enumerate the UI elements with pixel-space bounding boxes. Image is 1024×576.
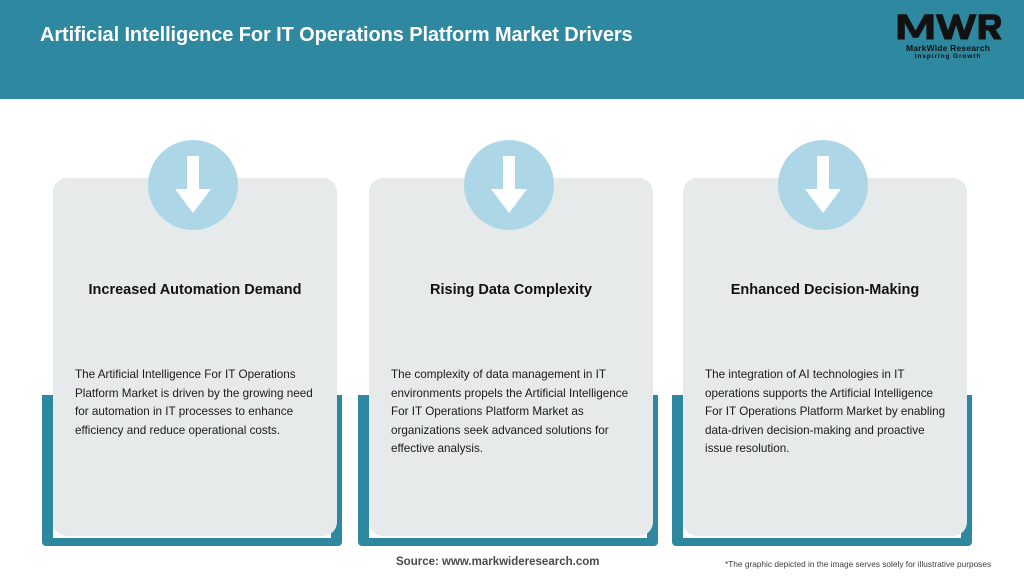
down-arrow-glyph [491,156,527,213]
logo-company-name: MarkWide Research [905,43,991,53]
brand-logo: MarkWide Research Inspiring Growth [894,10,1002,68]
driver-card-2: Rising Data Complexity The complexity of… [358,140,658,546]
source-label: Source: www.markwideresearch.com [396,556,600,568]
disclaimer-label: *The graphic depicted in the image serve… [725,559,992,569]
page-header: Artificial Intelligence For IT Operation… [0,0,1024,99]
down-arrow-glyph [175,156,211,213]
card-title: Enhanced Decision-Making [730,282,920,298]
card-body-text: The integration of AI technologies in IT… [705,368,946,456]
down-arrow-icon [464,140,554,230]
driver-card-3: Enhanced Decision-Making The integration… [672,140,972,546]
down-arrow-glyph [805,156,841,213]
card-title: Rising Data Complexity [430,282,592,298]
card-panel: Enhanced Decision-Making The integration… [683,178,967,536]
page-title: Artificial Intelligence For IT Operation… [40,24,633,46]
card-panel: Increased Automation Demand The Artifici… [53,178,337,536]
driver-card-1: Increased Automation Demand The Artifici… [42,140,342,546]
logo-tagline: Inspiring Growth [914,53,982,60]
mwr-logo-icon [897,14,1002,40]
card-panel: Rising Data Complexity The complexity of… [369,178,653,536]
down-arrow-icon [778,140,868,230]
down-arrow-icon [148,140,238,230]
card-body-text: The Artificial Intelligence For IT Opera… [75,368,313,437]
card-body-text: The complexity of data management in IT … [391,368,629,456]
card-title: Increased Automation Demand [88,282,302,298]
